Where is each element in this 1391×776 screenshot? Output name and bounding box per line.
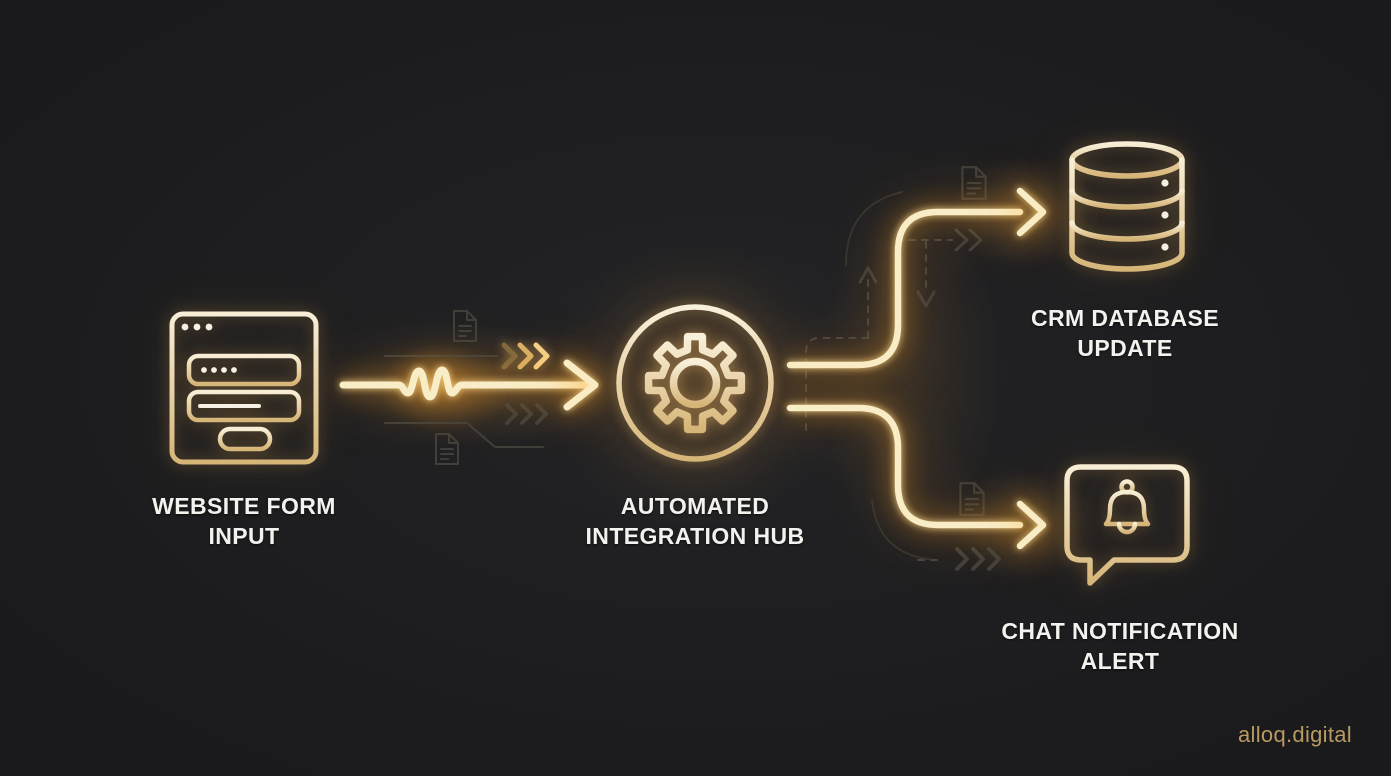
crm-label-line2: UPDATE [1077,335,1173,361]
database-icon [1069,141,1185,272]
form-node-label: WEBSITE FORM INPUT [114,491,374,551]
form-label-line1: WEBSITE FORM [152,493,336,519]
dashed-guides [805,191,983,561]
crm-label-line1: CRM DATABASE [1031,305,1219,331]
browser-form-icon [169,311,319,465]
document-icon [435,433,459,465]
flow-hub-to-chat [786,404,1047,550]
flow-form-to-hub [339,359,599,411]
chat-label-line2: ALERT [1080,648,1160,674]
deco-line-bottom [384,422,544,448]
chat-node-label: CHAT NOTIFICATION ALERT [970,616,1270,676]
watermark: alloq.digital [1238,722,1352,747]
chevrons-gold-icon [501,342,550,370]
chevrons-faded-icon [955,547,1001,571]
document-icon [453,310,477,342]
gear-icon [616,304,774,462]
hub-node-label: AUTOMATED INTEGRATION HUB [545,491,845,551]
document-icon [961,166,987,200]
hub-label-line2: INTEGRATION HUB [585,523,805,549]
crm-node-label: CRM DATABASE UPDATE [1005,303,1245,363]
chevrons-faded-icon [505,403,548,425]
bell-chat-icon [1064,464,1190,586]
document-icon [959,482,985,516]
deco-line-top [384,355,498,357]
flow-hub-to-crm [786,187,1047,369]
hub-label-line1: AUTOMATED [620,493,770,519]
chat-label-line1: CHAT NOTIFICATION [1001,618,1239,644]
form-label-line2: INPUT [208,523,280,549]
